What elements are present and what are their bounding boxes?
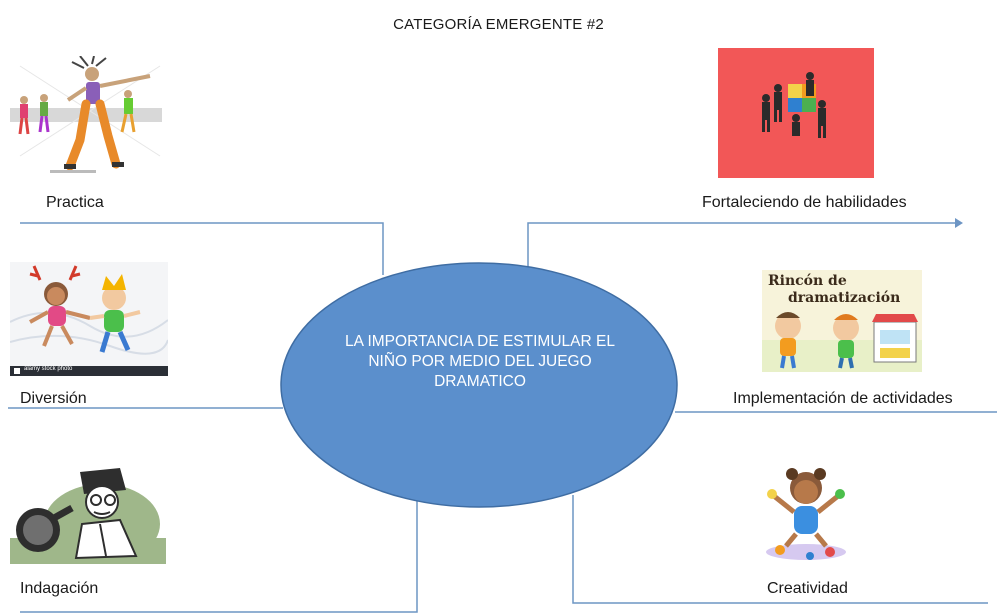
connector-practica <box>20 222 384 275</box>
implementacion-image: Rincón de dramatización <box>762 270 922 372</box>
connector-creatividad <box>572 495 988 604</box>
connector-indagacion <box>20 495 418 613</box>
branch-label-diversion: Diversión <box>20 390 87 407</box>
branch-label-creatividad: Creatividad <box>767 580 848 597</box>
child-painting-icon <box>766 468 846 560</box>
branch-label-implementacion: Implementación de actividades <box>733 390 953 407</box>
diversion-image: alamy stock photo <box>10 262 168 376</box>
branch-label-fortaleciendo: Fortaleciendo de habilidades <box>702 194 907 211</box>
rincon-de-dramatizacion-icon <box>762 312 922 372</box>
practica-image <box>10 56 162 178</box>
connector-fortaleciendo <box>527 222 955 268</box>
business-puzzle-team-icon <box>762 72 826 138</box>
detective-magnifying-glass-icon <box>10 468 166 564</box>
central-topic-ellipse <box>280 262 678 508</box>
branch-label-indagacion: Indagación <box>20 580 99 597</box>
diversion-image-caption: alamy stock photo <box>24 366 73 372</box>
branch-label-practica: Practica <box>46 194 104 211</box>
dancing-people-icon <box>10 56 162 173</box>
diagram-title: CATEGORÍA EMERGENTE #2 <box>393 16 604 33</box>
implementacion-image-caption-line1: Rincón de <box>768 273 847 289</box>
creatividad-image <box>760 458 852 562</box>
implementacion-image-caption-line2: dramatización <box>788 290 901 306</box>
indagacion-image <box>10 468 166 564</box>
central-topic-text: LA IMPORTANCIA DE ESTIMULAR EL NIÑO POR … <box>345 333 615 390</box>
children-playing-icon <box>10 265 168 376</box>
arrowhead-fortaleciendo <box>955 218 963 228</box>
fortaleciendo-image <box>718 48 874 178</box>
